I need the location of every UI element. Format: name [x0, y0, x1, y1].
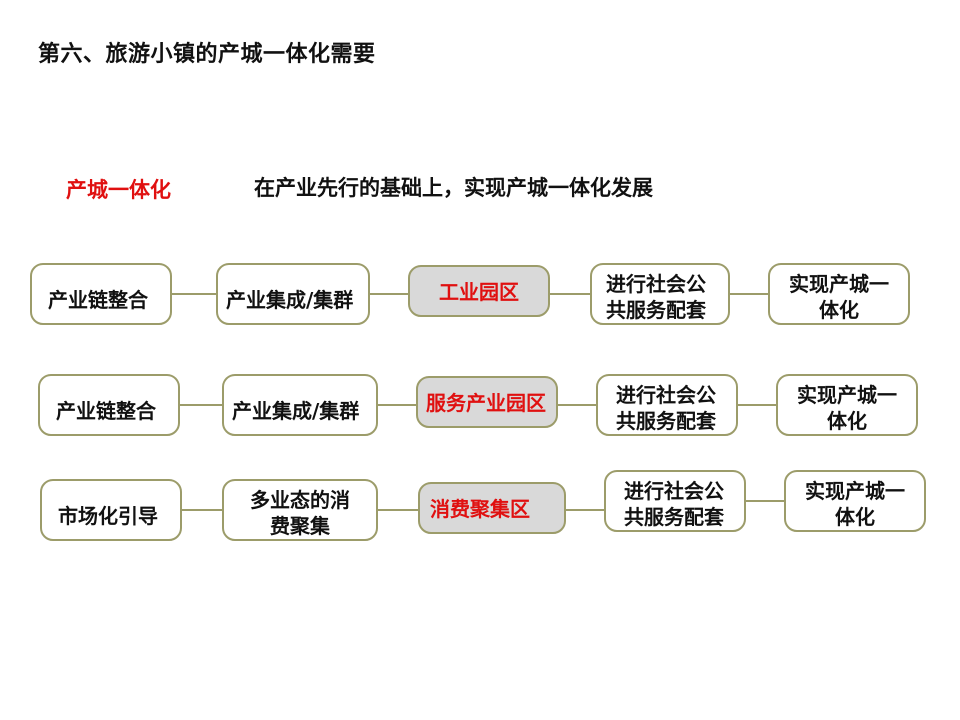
node-cluster: 产业集成/集群	[216, 263, 370, 325]
node-public-service: 进行社会公共服务配套	[596, 374, 738, 436]
node-integration: 产业链整合	[30, 263, 172, 325]
node-label: 多业态的消费聚集	[250, 488, 350, 538]
node-hub-consumption-zone: 消费聚集区	[418, 482, 566, 534]
node-label: 市场化引导	[58, 504, 158, 528]
slide-title: 第六、旅游小镇的产城一体化需要	[38, 42, 376, 67]
node-label: 产业链整合	[48, 288, 148, 312]
node-label: 实现产城一体化	[797, 383, 897, 433]
connector	[566, 509, 604, 511]
node-label: 进行社会公共服务配套	[624, 479, 724, 529]
connector	[746, 500, 784, 502]
node-label: 实现产城一体化	[789, 272, 889, 322]
node-city-integration: 实现产城一体化	[784, 470, 926, 532]
node-label: 进行社会公共服务配套	[606, 272, 706, 322]
node-integration: 产业链整合	[38, 374, 180, 436]
node-public-service: 进行社会公共服务配套	[590, 263, 730, 325]
connector	[550, 293, 590, 295]
node-label: 实现产城一体化	[805, 479, 905, 529]
node-city-integration: 实现产城一体化	[768, 263, 910, 325]
node-hub-service-park: 服务产业园区	[416, 376, 558, 428]
connector	[378, 404, 416, 406]
connector	[738, 404, 776, 406]
connector	[558, 404, 596, 406]
connector	[378, 509, 418, 511]
node-label: 消费聚集区	[430, 497, 530, 521]
node-label: 工业园区	[439, 280, 519, 304]
connector	[730, 293, 768, 295]
connector	[182, 509, 222, 511]
node-label: 产业集成/集群	[232, 399, 360, 423]
node-cluster: 产业集成/集群	[222, 374, 378, 436]
node-public-service: 进行社会公共服务配套	[604, 470, 746, 532]
node-label: 进行社会公共服务配套	[616, 383, 716, 433]
key-label: 产城一体化	[66, 178, 171, 202]
node-city-integration: 实现产城一体化	[776, 374, 918, 436]
connector	[172, 293, 216, 295]
connector	[370, 293, 408, 295]
node-label: 产业集成/集群	[226, 288, 354, 312]
key-description: 在产业先行的基础上，实现产城一体化发展	[254, 176, 653, 200]
connector	[180, 404, 222, 406]
node-consumption-gathering: 多业态的消费聚集	[222, 479, 378, 541]
node-label: 服务产业园区	[426, 391, 546, 415]
node-label: 产业链整合	[56, 399, 156, 423]
node-hub-industrial-park: 工业园区	[408, 265, 550, 317]
node-market-guidance: 市场化引导	[40, 479, 182, 541]
